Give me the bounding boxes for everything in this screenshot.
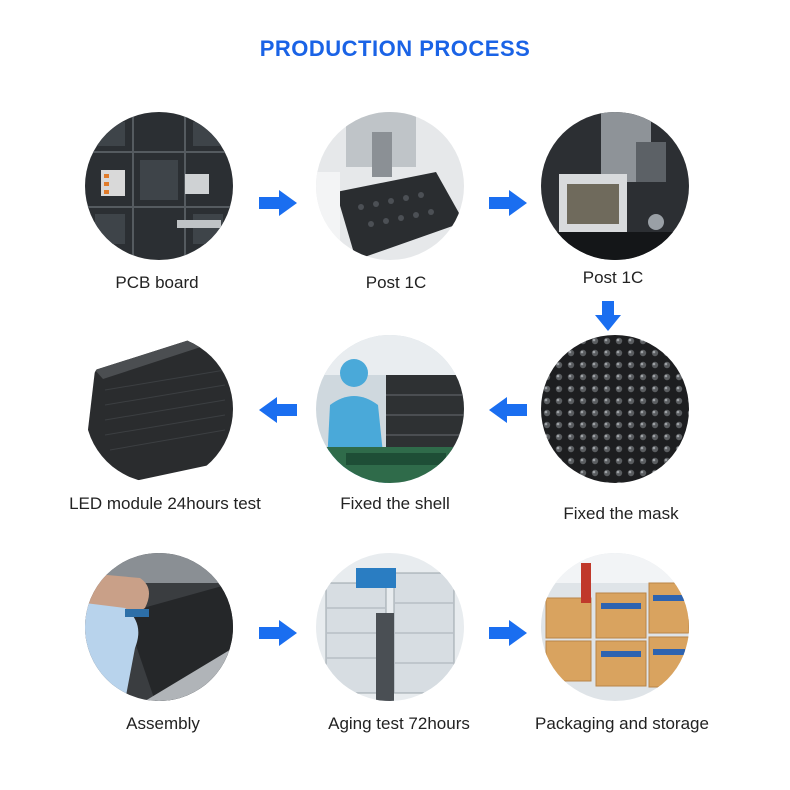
step-label-fixed-the-shell: Fixed the shell (340, 494, 450, 513)
assembly-photo-icon (85, 553, 233, 701)
step-label-fixed-the-mask: Fixed the mask (563, 504, 679, 523)
led-module-photo-icon (85, 335, 233, 483)
step-label-post-1c: Post 1C (365, 273, 427, 292)
arrow-right-icon (489, 620, 527, 646)
arrow-right-icon (259, 620, 297, 646)
aging-rack-photo-icon (316, 553, 464, 701)
arrow-left-icon (259, 397, 297, 423)
step-label-pcb-board: PCB board (115, 273, 199, 292)
pcb-board-photo-icon (85, 112, 233, 260)
led-mask-photo-icon (541, 335, 689, 483)
step-label-packaging-and-storage: Packaging and storage (535, 714, 709, 733)
worker-assembly-photo-icon (316, 335, 464, 483)
step-label-led-module-test: LED module 24hours test (69, 494, 261, 513)
arrow-down-icon (595, 301, 621, 331)
inspection-machine-photo-icon (541, 112, 689, 260)
step-label-post-1c-2: Post 1C (582, 268, 644, 287)
packaging-boxes-photo-icon (541, 553, 689, 701)
step-label-assembly: Assembly (126, 714, 200, 733)
page-title: PRODUCTION PROCESS (259, 36, 531, 61)
arrow-left-icon (489, 397, 527, 423)
arrow-right-icon (259, 190, 297, 216)
step-label-aging-test: Aging test 72hours (328, 714, 470, 733)
arrow-right-icon (489, 190, 527, 216)
smt-machine-photo-icon (316, 112, 464, 260)
